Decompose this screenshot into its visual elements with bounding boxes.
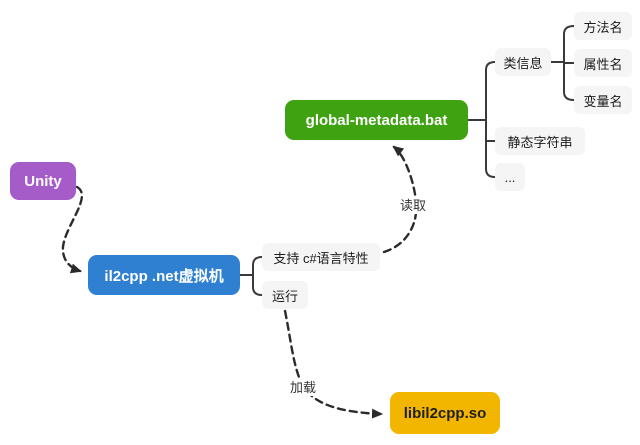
edge-label-load: 加载 (288, 380, 319, 396)
node-variable-name[interactable]: 变量名 (574, 86, 632, 114)
node-method-name[interactable]: 方法名 (574, 12, 632, 40)
node-attribute-name[interactable]: 属性名 (574, 49, 632, 77)
node-ellipsis[interactable]: ... (495, 163, 525, 191)
bracket-classinfo-children (550, 25, 575, 101)
node-libil2cpp-so[interactable]: libil2cpp.so (390, 392, 500, 434)
node-unity[interactable]: Unity (10, 162, 76, 200)
arrow-run-to-libil2cpp (283, 309, 383, 419)
node-static-string[interactable]: 静态字符串 (495, 127, 585, 155)
node-class-info[interactable]: 类信息 (495, 48, 551, 76)
node-csharp-feature[interactable]: 支持 c#语言特性 (262, 243, 380, 271)
node-run[interactable]: 运行 (262, 281, 308, 309)
bracket-il2cpp-children (239, 256, 263, 296)
edge-label-read: 读取 (398, 198, 429, 214)
bracket-global-children (467, 61, 496, 178)
node-il2cpp-vm[interactable]: il2cpp .net虚拟机 (88, 255, 240, 295)
node-global-metadata[interactable]: global-metadata.bat (285, 100, 468, 140)
